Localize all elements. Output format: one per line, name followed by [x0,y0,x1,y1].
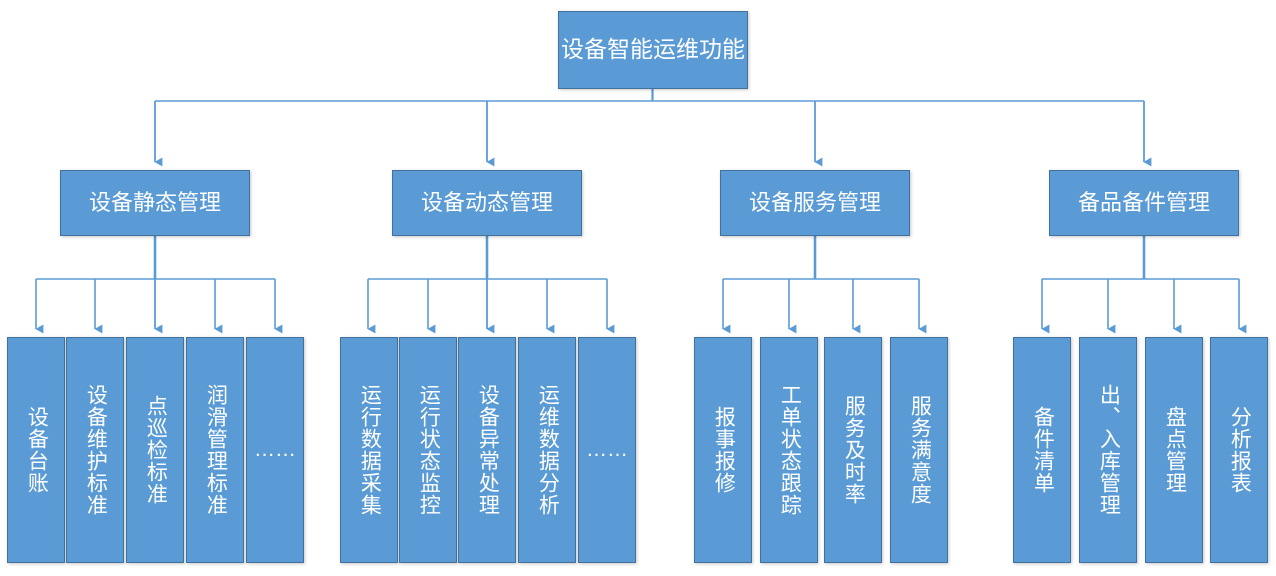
leaf-node-2-5-label: …… [586,437,628,461]
leaf-node-3-3-label: 服务及时率 [842,395,866,505]
branch-node-3-label: 设备服务管理 [748,190,881,216]
branch-node-1-label: 设备静态管理 [88,190,221,216]
leaf-node-3-1[interactable]: 报事报修 [694,337,752,563]
leaf-node-3-4[interactable]: 服务满意度 [890,337,948,563]
leaf-node-4-2[interactable]: 出、入库管理 [1079,337,1137,563]
leaf-node-1-3-label: 点巡检标准 [144,395,168,505]
leaf-node-1-5[interactable]: …… [246,337,304,563]
leaf-node-1-1-label: 设备台账 [25,406,49,494]
leaf-node-3-4-label: 服务满意度 [908,395,932,505]
leaf-node-4-2-label: 出、入库管理 [1097,384,1121,516]
leaf-node-3-2[interactable]: 工单状态跟踪 [760,337,818,563]
leaf-node-2-2[interactable]: 运行状态监控 [399,337,457,563]
leaf-node-2-3[interactable]: 设备异常处理 [458,337,516,563]
leaf-node-3-3[interactable]: 服务及时率 [824,337,882,563]
leaf-node-4-1[interactable]: 备件清单 [1013,337,1071,563]
leaf-node-3-1-label: 报事报修 [712,406,736,494]
leaf-node-4-3[interactable]: 盘点管理 [1145,337,1203,563]
leaf-node-1-2-label: 设备维护标准 [84,384,108,516]
leaf-node-1-4[interactable]: 润滑管理标准 [186,337,244,563]
leaf-node-2-4-label: 运维数据分析 [536,384,560,516]
branch-node-1[interactable]: 设备静态管理 [60,170,250,236]
leaf-node-2-3-label: 设备异常处理 [476,384,500,516]
root-node[interactable]: 设备智能运维功能 [558,11,748,89]
leaf-node-4-1-label: 备件清单 [1031,406,1055,494]
leaf-node-1-4-label: 润滑管理标准 [204,384,228,516]
branch-node-4[interactable]: 备品备件管理 [1049,170,1239,236]
leaf-node-2-1[interactable]: 运行数据采集 [340,337,398,563]
branch-node-4-label: 备品备件管理 [1077,190,1210,216]
leaf-node-2-4[interactable]: 运维数据分析 [518,337,576,563]
leaf-node-1-1[interactable]: 设备台账 [7,337,65,563]
leaf-node-4-4-label: 分析报表 [1228,406,1252,494]
branch-node-2-label: 设备动态管理 [420,190,553,216]
leaf-node-3-2-label: 工单状态跟踪 [778,384,802,516]
leaf-node-1-5-label: …… [254,437,296,461]
branch-node-3[interactable]: 设备服务管理 [720,170,910,236]
leaf-node-4-4[interactable]: 分析报表 [1210,337,1268,563]
leaf-node-2-5[interactable]: …… [578,337,636,563]
leaf-node-1-3[interactable]: 点巡检标准 [126,337,184,563]
leaf-node-1-2[interactable]: 设备维护标准 [66,337,124,563]
root-node-label: 设备智能运维功能 [561,36,745,63]
leaf-node-2-2-label: 运行状态监控 [417,384,441,516]
branch-node-2[interactable]: 设备动态管理 [392,170,582,236]
leaf-node-4-3-label: 盘点管理 [1163,406,1187,494]
leaf-node-2-1-label: 运行数据采集 [358,384,382,516]
